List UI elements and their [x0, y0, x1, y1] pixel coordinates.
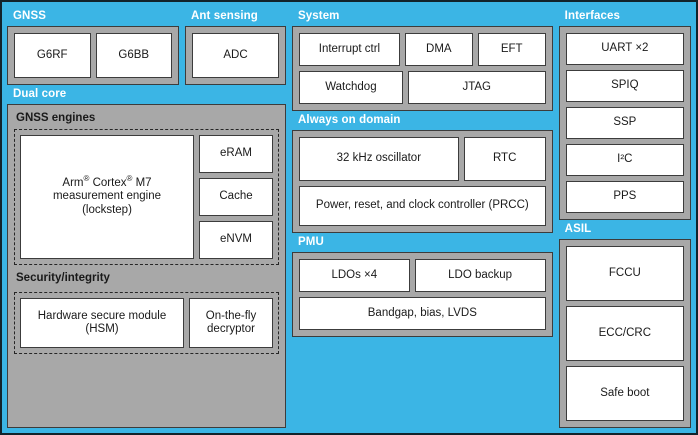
block-32khz-oscillator[interactable]: 32 kHz oscillator — [299, 137, 459, 181]
cortex-line1-pre: Arm — [62, 176, 84, 189]
block-safe-boot[interactable]: Safe boot — [565, 366, 684, 421]
section-ant-sensing: Ant sensing ADC — [179, 7, 286, 85]
aod-row-1: 32 kHz oscillator RTC — [299, 137, 546, 181]
block-eram[interactable]: eRAM — [199, 135, 273, 173]
block-watchdog[interactable]: Watchdog — [299, 71, 403, 104]
group-title-security-integrity: Security/integrity — [16, 272, 110, 284]
group-title-gnss-engines: GNSS engines — [16, 112, 96, 124]
section-label-dual-core: Dual core — [13, 88, 67, 100]
block-interrupt-ctrl[interactable]: Interrupt ctrl — [299, 33, 400, 66]
asil-panel: FCCU ECC/CRC Safe boot — [558, 239, 691, 428]
block-spiq[interactable]: SPIQ — [565, 70, 684, 102]
block-on-the-fly-decryptor[interactable]: On-the-fly decryptor — [189, 298, 273, 348]
cortex-line3: (lockstep) — [82, 203, 132, 216]
block-i2c[interactable]: I²C — [565, 144, 684, 176]
registered-icon-2: ® — [126, 173, 133, 183]
cortex-line1-post: M7 — [132, 176, 152, 189]
section-label-asil: ASIL — [564, 223, 592, 235]
block-cortex-m7-measurement-engine[interactable]: Arm® Cortex® M7 measurement engine (lock… — [20, 135, 194, 259]
block-ecc-crc[interactable]: ECC/CRC — [565, 306, 684, 361]
section-label-pmu: PMU — [298, 236, 324, 248]
memory-column: eRAM Cache eNVM — [199, 135, 273, 259]
aod-row-2: Power, reset, and clock controller (PRCC… — [299, 186, 546, 226]
block-cache[interactable]: Cache — [199, 178, 273, 216]
ant-sensing-panel: ADC — [185, 26, 286, 85]
block-g6bb[interactable]: G6BB — [95, 33, 172, 78]
middle-column: System Interrupt ctrl DMA EFT Watchdog J… — [286, 7, 553, 428]
block-eft[interactable]: EFT — [477, 33, 546, 66]
block-fccu[interactable]: FCCU — [565, 246, 684, 301]
security-integrity-group: Hardware secure module (HSM) On-the-fly … — [14, 292, 279, 354]
section-gnss: GNSS G6RF G6BB — [7, 7, 179, 85]
block-adc[interactable]: ADC — [192, 33, 279, 78]
section-label-gnss: GNSS — [13, 10, 46, 22]
block-hardware-secure-module[interactable]: Hardware secure module (HSM) — [20, 298, 184, 348]
gnss-ant-row: GNSS G6RF G6BB Ant sensing ADC — [7, 7, 286, 85]
pmu-panel: LDOs ×4 LDO backup Bandgap, bias, LVDS — [292, 252, 553, 337]
section-label-interfaces: Interfaces — [564, 10, 621, 22]
dual-core-panel: GNSS engines Arm® Cortex® M7 measurement… — [7, 104, 286, 428]
block-ldo-backup[interactable]: LDO backup — [414, 259, 546, 292]
block-prcc[interactable]: Power, reset, and clock controller (PRCC… — [299, 186, 546, 226]
gnss-engines-group: Arm® Cortex® M7 measurement engine (lock… — [14, 129, 279, 265]
block-jtag[interactable]: JTAG — [407, 71, 546, 104]
left-column: GNSS G6RF G6BB Ant sensing ADC — [7, 7, 286, 428]
cortex-line1-mid: Cortex — [89, 176, 127, 189]
pmu-row-1: LDOs ×4 LDO backup — [299, 259, 546, 292]
registered-icon-1: ® — [83, 173, 90, 183]
block-bandgap-bias-lvds[interactable]: Bandgap, bias, LVDS — [299, 297, 546, 330]
block-envm[interactable]: eNVM — [199, 221, 273, 259]
block-pps[interactable]: PPS — [565, 181, 684, 213]
gnss-panel: G6RF G6BB — [7, 26, 179, 85]
block-ldos-x4[interactable]: LDOs ×4 — [299, 259, 410, 292]
system-row-2: Watchdog JTAG — [299, 71, 546, 104]
block-g6rf[interactable]: G6RF — [14, 33, 91, 78]
block-ssp[interactable]: SSP — [565, 107, 684, 139]
cortex-line2: measurement engine — [52, 190, 162, 203]
ant-block-row: ADC — [192, 33, 279, 78]
block-uart[interactable]: UART ×2 — [565, 33, 684, 65]
system-panel: Interrupt ctrl DMA EFT Watchdog JTAG — [292, 26, 553, 111]
pmu-row-2: Bandgap, bias, LVDS — [299, 297, 546, 330]
section-label-always-on-domain: Always on domain — [298, 114, 401, 126]
right-column: Interfaces UART ×2 SPIQ SSP I²C PPS ASIL… — [553, 7, 691, 428]
always-on-domain-panel: 32 kHz oscillator RTC Power, reset, and … — [292, 130, 553, 233]
section-label-system: System — [298, 10, 340, 22]
section-label-ant-sensing: Ant sensing — [191, 10, 258, 22]
block-dma[interactable]: DMA — [404, 33, 473, 66]
interfaces-panel: UART ×2 SPIQ SSP I²C PPS — [558, 26, 691, 220]
system-row-1: Interrupt ctrl DMA EFT — [299, 33, 546, 66]
gnss-block-row: G6RF G6BB — [14, 33, 172, 78]
block-rtc[interactable]: RTC — [463, 137, 546, 181]
